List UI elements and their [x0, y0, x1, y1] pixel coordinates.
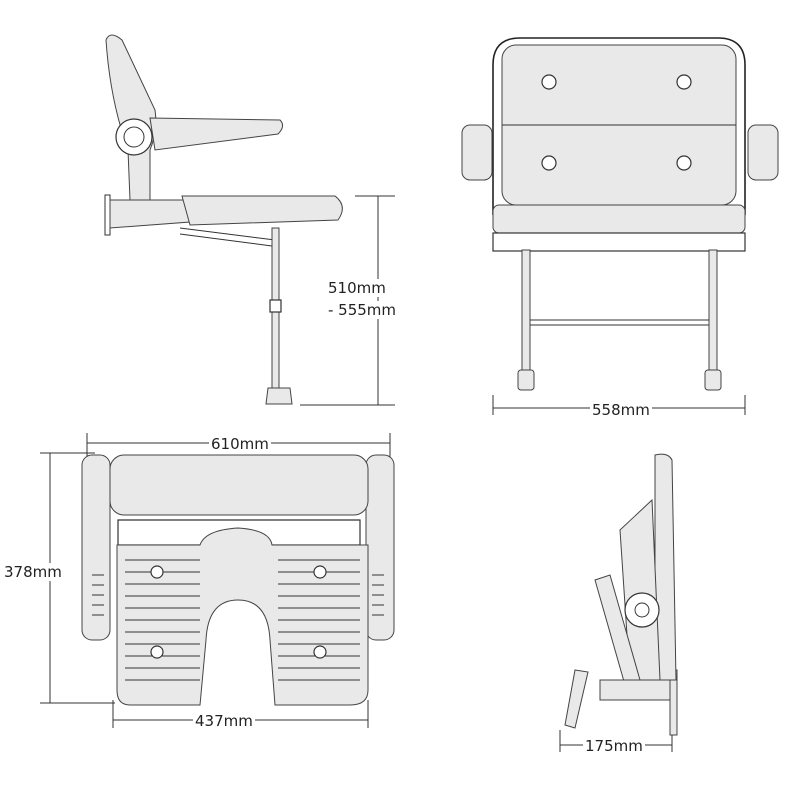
side-hinge [115, 118, 153, 156]
top-seat [116, 527, 369, 706]
front-right-armrest [747, 124, 779, 181]
side-view [104, 34, 395, 406]
folded-view [559, 453, 678, 752]
side-armrest [149, 117, 284, 151]
front-view [461, 37, 779, 415]
front-left-leg [521, 249, 531, 376]
side-leg-clamp [269, 299, 282, 313]
front-seat-frame [492, 232, 746, 252]
folded-bracket [599, 679, 671, 701]
folded-hinge [624, 592, 660, 628]
side-backrest [105, 34, 157, 201]
top-view [40, 433, 395, 728]
folded-leg [564, 669, 589, 729]
front-left-armrest [461, 124, 493, 181]
top-seat-width-label: 437mm [193, 712, 255, 730]
side-wall-plate [104, 194, 111, 236]
top-width-label: 610mm [209, 435, 271, 453]
side-foot [265, 387, 293, 405]
front-seat [492, 204, 746, 234]
top-seat-slats [92, 559, 384, 681]
top-backrest [109, 454, 369, 516]
side-hinge-inner [123, 126, 145, 148]
side-bracket [109, 199, 191, 229]
front-width-label: 558mm [590, 401, 652, 419]
side-height-label-1: 510mm [328, 279, 386, 297]
folded-backrest [654, 453, 677, 681]
front-right-leg [708, 249, 718, 376]
top-left-armrest [81, 454, 111, 641]
side-support-arm [179, 227, 276, 247]
side-seat [181, 195, 343, 226]
folded-depth-label: 175mm [583, 737, 645, 755]
top-depth-label: 378mm [4, 563, 62, 581]
top-right-armrest [365, 454, 395, 641]
side-height-label-2: - 555mm [328, 301, 397, 319]
